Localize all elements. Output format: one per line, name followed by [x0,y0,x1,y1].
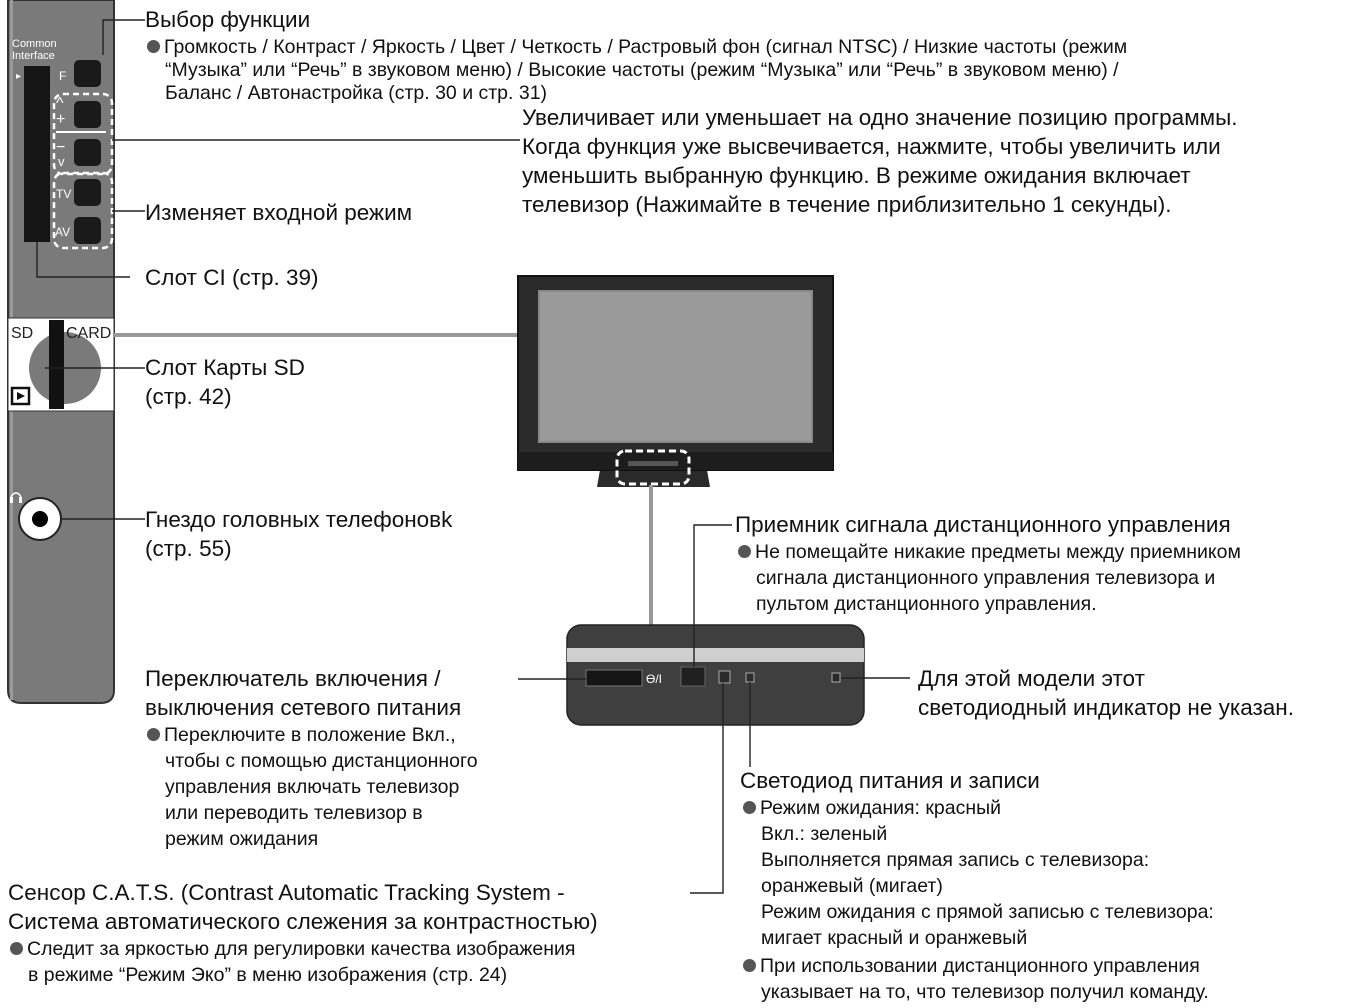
power-led-desc-2: Вкл.: зеленый [761,823,888,845]
ci-label-line2: Interface [12,50,55,62]
ci-slot-opening [24,66,50,242]
remote-receiver-desc-3: пультом дистанционного управления. [756,593,1097,615]
power-switch-desc-3: управления включать телевизор [165,776,460,798]
function-select-title: Выбор функции [145,7,311,32]
power-switch-line-2: выключения сетевого питания [145,695,462,720]
remote-receiver-window [680,666,706,687]
tv-button-label: TV [56,187,71,201]
program-updown-line-2: Когда функция уже высвечивается, нажмите… [522,134,1221,159]
bullet-icon [738,545,751,558]
program-up-button[interactable] [74,101,101,128]
power-switch-desc-5: режим ожидания [165,828,319,850]
program-updown-line-3: уменьшить выбранную функцию. В режиме ож… [522,163,1191,188]
remote-receiver-desc-1: Не помещайте никакие предметы между прие… [738,541,1241,564]
headphones-line-2: (стр. 55) [145,536,232,561]
f-button-label: F [59,69,66,83]
receiver-panel: ϴ/I [566,624,865,726]
ci-label-line1: Common [12,38,57,50]
power-led-desc-7: При использовании дистанционного управле… [743,955,1200,978]
function-select-desc-2: “Музыка” или “Речь” в звуковом меню) / В… [165,59,1119,81]
power-symbol-icon: ϴ/I [646,672,662,686]
power-switch[interactable] [585,669,643,687]
power-switch-desc-4: или переводить телевизор в [165,802,423,824]
program-down-button[interactable] [74,139,101,166]
av-button-label: AV [55,225,70,239]
bullet-icon [147,40,160,53]
sd-card-slot-opening [49,320,64,409]
headphones-line-1: Гнездо головных телефоновk [145,507,453,532]
sd-slot-line-2: (стр. 42) [145,384,232,409]
side-panel: Common Interface ▸ F ^ + − v TV AV SD CA… [7,0,130,704]
down-arrow-icon: v [58,154,65,169]
bullet-icon [743,959,756,972]
cats-sensor [718,670,731,684]
function-button[interactable] [74,60,101,87]
av-input-button[interactable] [74,217,101,244]
media-play-icon [10,386,31,406]
function-select-desc-3: Баланс / Автонастройка (стр. 30 и стр. 3… [165,82,548,104]
card-label: CARD [66,325,111,342]
power-switch-desc-1: Переключите в положение Вкл., [147,724,456,747]
power-led-desc-6: мигает красный и оранжевый [761,927,1028,949]
program-updown-line-1: Увеличивает или уменьшает на одно значен… [522,105,1238,130]
minus-icon: − [56,139,65,156]
headphone-icon [10,492,22,503]
plus-icon: + [56,111,65,128]
power-led-desc-4: оранжевый (мигает) [761,875,943,897]
ci-arrow-icon: ▸ [16,71,21,82]
power-led [745,672,755,683]
unused-led-line-1: Для этой модели этот [918,666,1145,691]
bullet-icon [10,942,23,955]
unused-led [831,672,841,683]
tv-control-highlight [615,449,691,486]
power-led-desc-5: Режим ожидания с прямой записью с телеви… [761,901,1214,923]
sd-label: SD [11,325,33,342]
power-led-title: Светодиод питания и записи [740,768,1040,793]
remote-receiver-title: Приемник сигнала дистанционного управлен… [735,512,1231,537]
bullet-icon [147,728,160,741]
sd-slot-line-1: Слот Карты SD [145,355,305,380]
input-mode-title: Изменяет входной режим [145,200,413,225]
tv-input-button[interactable] [74,179,101,206]
power-led-desc-3: Выполняется прямая запись с телевизора: [761,849,1150,871]
cats-sensor-line-1: Сенсор C.A.T.S. (Contrast Automatic Trac… [8,880,565,905]
cats-sensor-line-2: Система автоматического слежения за конт… [8,909,598,934]
cats-sensor-desc-1: Следит за яркостью для регулировки качес… [10,938,576,961]
remote-receiver-desc-2: сигнала дистанционного управления телеви… [756,567,1216,589]
tv-illustration [517,275,834,487]
cats-sensor-desc-2: в режиме “Режим Эко” в меню изображения … [28,964,508,986]
power-led-desc-1: Режим ожидания: красный [743,797,1001,820]
bullet-icon [743,801,756,814]
ci-slot-title: Слот CI (стр. 39) [145,265,319,290]
program-updown-line-4: телевизор (Нажимайте в течение приблизит… [522,192,1172,217]
power-switch-desc-2: чтобы с помощью дистанционного [165,750,478,772]
function-select-desc-1: Громкость / Контраст / Яркость / Цвет / … [147,36,1127,59]
power-led-desc-8: указывает на то, что телевизор получил к… [761,981,1209,1003]
up-arrow-icon: ^ [56,95,64,112]
unused-led-line-2: светодиодный индикатор не указан. [918,695,1294,720]
power-switch-line-1: Переключатель включения / [145,666,441,691]
